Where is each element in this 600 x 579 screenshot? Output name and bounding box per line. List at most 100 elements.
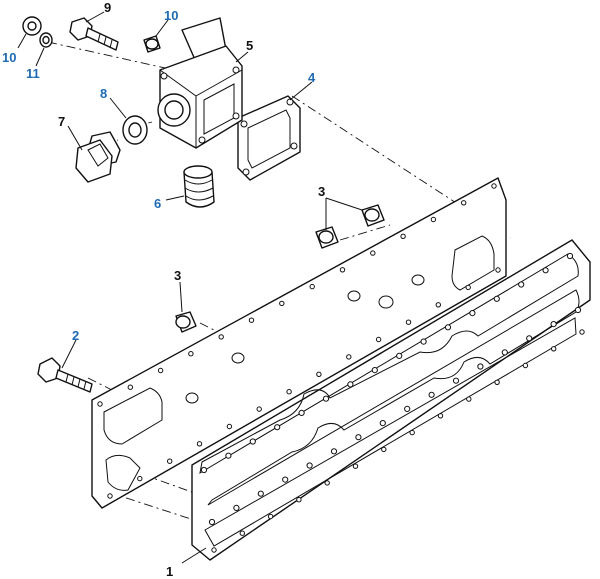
filter-housing-part-5 — [157, 17, 243, 149]
housing-gasket-part-4 — [237, 95, 301, 181]
oil-cooler-gasket — [191, 239, 591, 561]
bolt-hole — [518, 281, 525, 288]
bolt-hole — [452, 377, 460, 384]
bolt-hole — [274, 424, 281, 431]
washer-part-8 — [122, 115, 148, 145]
bolt-hole — [501, 349, 508, 356]
bolt-hole — [157, 367, 164, 374]
bolt-hole — [550, 321, 557, 328]
callout-8: 8 — [100, 86, 107, 101]
bolt-hole — [107, 493, 113, 499]
bolt-hole — [239, 530, 246, 536]
o-ring-part-11 — [39, 32, 53, 48]
bolt-hole — [226, 423, 233, 430]
bolt-hole — [257, 490, 264, 497]
plate-holes — [97, 183, 501, 499]
bolt-hole — [167, 458, 173, 464]
bolt-hole — [375, 336, 382, 343]
bolt-hole — [494, 379, 500, 385]
bolt-hole — [493, 295, 500, 302]
callout-6: 6 — [154, 196, 161, 211]
bolt-part-9 — [69, 17, 119, 51]
bolt-hole — [491, 183, 497, 189]
bolt-hole — [339, 267, 346, 273]
bolt-hole — [444, 324, 452, 331]
fitting-part-6 — [183, 165, 215, 208]
bolt-hole — [465, 284, 471, 291]
bolt-hole — [248, 317, 255, 323]
bolt-hole — [211, 547, 217, 553]
bolt-hole — [346, 354, 352, 360]
callout-5: 5 — [246, 38, 253, 53]
plug-part-10-left — [22, 16, 42, 36]
bolt-hole — [574, 306, 582, 314]
bolt-hole — [355, 434, 362, 441]
bolt-hole — [477, 363, 484, 370]
bolt-hole — [249, 438, 256, 445]
bolt-hole — [137, 475, 143, 482]
bolt-hole — [522, 362, 529, 369]
bolt-hole — [296, 497, 302, 503]
callout-1: 1 — [166, 564, 173, 579]
bolt-hole — [306, 462, 313, 469]
callout-3-lower: 3 — [174, 268, 181, 283]
bolt-hole — [409, 429, 415, 436]
callout-labels: 1 2 3 3 4 5 6 7 8 9 10 10 11 — [2, 0, 325, 579]
bolt-hole — [466, 396, 472, 402]
dowel-part-3-upper-b — [315, 226, 339, 249]
bolt-hole — [267, 513, 274, 520]
bolt-hole — [526, 335, 533, 342]
bolt-hole — [196, 441, 203, 447]
bolt-hole — [381, 446, 387, 453]
bolt-hole — [347, 381, 354, 388]
callout-9: 9 — [104, 0, 111, 15]
bolt-hole — [495, 267, 501, 273]
bolt-hole — [430, 216, 437, 223]
bolt-hole — [579, 329, 585, 335]
callout-11: 11 — [26, 66, 40, 81]
leader-lines — [17, 11, 363, 564]
bolt-hole — [127, 384, 134, 390]
bolt-hole — [461, 200, 467, 206]
callout-2: 2 — [72, 328, 79, 343]
bolt-hole — [551, 346, 557, 352]
dowel-part-3-lower — [175, 311, 197, 333]
bolt-hole — [286, 389, 292, 395]
bolt-hole — [437, 413, 444, 419]
bolt-hole — [396, 352, 403, 359]
bolt-hole — [330, 448, 338, 455]
bolt-hole — [379, 420, 386, 427]
bolt-hole — [428, 391, 435, 398]
bolt-hole — [370, 250, 376, 256]
bolt-hole — [200, 466, 208, 474]
bolt-hole — [188, 351, 194, 357]
bolt-hole — [225, 452, 232, 459]
callout-7: 7 — [58, 114, 65, 129]
bolt-hole — [282, 476, 289, 483]
bolt-hole — [218, 334, 224, 340]
bolt-hole — [352, 463, 359, 469]
oil-cooler-plate — [91, 177, 507, 509]
bolt-hole — [371, 367, 378, 374]
dowel-part-3-upper-a — [361, 204, 385, 227]
bolt-hole — [322, 395, 330, 402]
callout-10-right: 10 — [164, 8, 178, 23]
bolt-hole — [298, 409, 305, 416]
bolt-hole — [279, 300, 285, 307]
plug-part-7 — [75, 131, 121, 183]
bolt-hole — [233, 504, 240, 511]
bolt-hole — [405, 319, 412, 325]
bolt-hole — [469, 310, 476, 317]
bolt-hole — [97, 401, 103, 407]
bolt-hole — [256, 406, 262, 412]
bolt-hole — [404, 405, 411, 412]
bolt-hole — [435, 302, 441, 308]
bolt-hole — [316, 371, 322, 377]
plug-part-10-right — [143, 35, 161, 53]
bolt-hole — [400, 233, 406, 240]
bolt-part-2 — [37, 357, 93, 393]
bolt-hole — [208, 518, 216, 526]
bolt-hole — [566, 252, 574, 260]
